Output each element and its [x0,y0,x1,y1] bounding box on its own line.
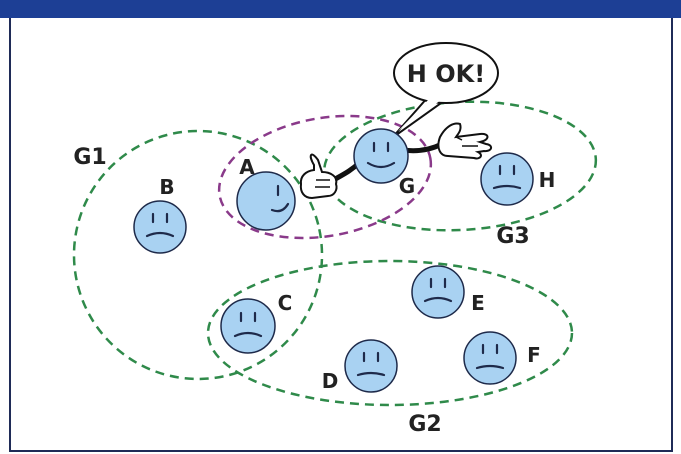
person-g: G [353,128,415,198]
handshake-arms [299,122,492,200]
person-e: E [411,265,485,319]
group-g2-label: G2 [408,412,441,437]
person-e-label: E [471,291,485,315]
person-d: D [322,339,398,393]
person-a-label: A [239,155,255,179]
group-g2-ellipse [206,259,574,407]
person-h: H [480,152,556,206]
person-b-label: B [159,175,174,199]
person-f-label: F [527,343,541,367]
group-g3-label: G3 [496,224,529,249]
person-a: A [236,155,296,231]
person-h-label: H [539,168,556,192]
open-hand-icon [437,122,492,160]
person-f: F [463,331,541,385]
person-b: B [133,175,187,254]
group-ag-ellipse [217,114,433,240]
speech-bubble: H OK! [391,42,499,139]
person-c-label: C [278,291,293,315]
group-g1-label: G1 [73,145,106,170]
person-g-label: G [399,174,415,198]
thumbs-up-hand-icon [299,153,338,200]
person-d-label: D [322,369,339,393]
top-color-bar [0,0,681,18]
speech-bubble-text: H OK! [407,60,485,88]
group-g1-ellipse [72,129,324,381]
person-c: C [220,291,293,354]
